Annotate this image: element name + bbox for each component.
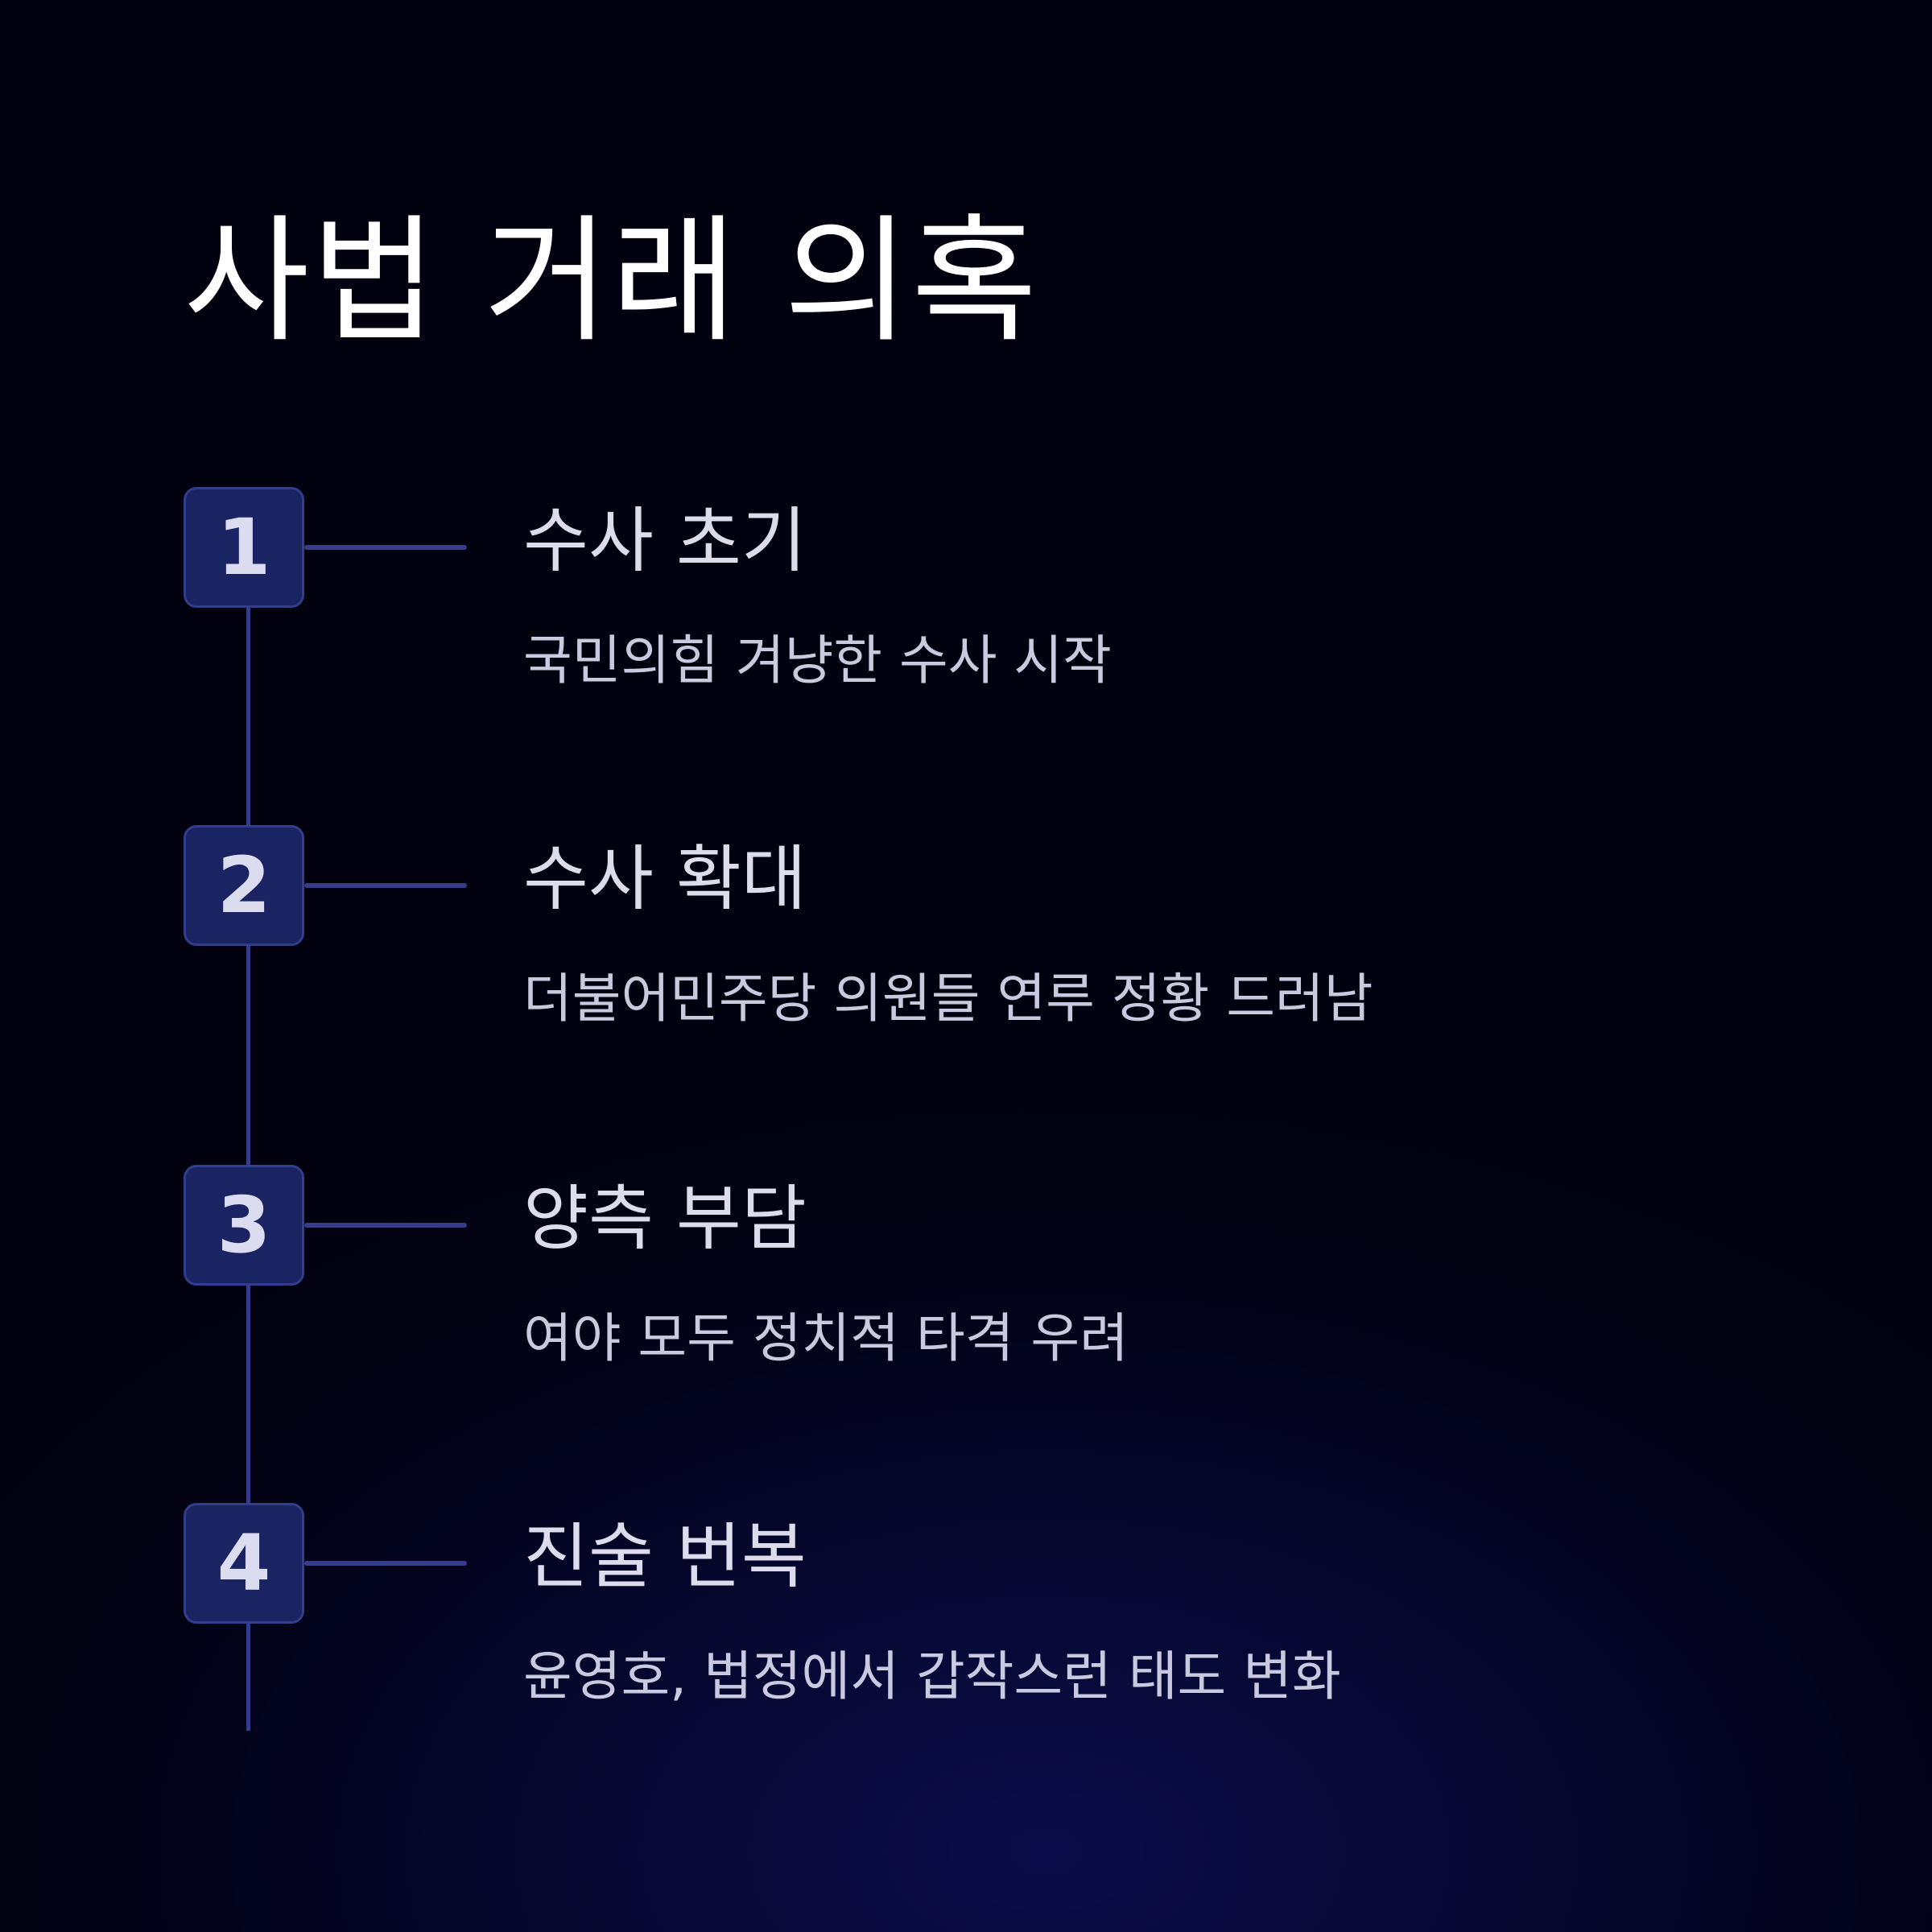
step-title: 진술 번복 [523, 1515, 807, 1598]
step-number-badge: 1 [184, 487, 304, 608]
timeline-step-2: 2 수사 확대 더불어민주당 의원들 연루 정황 드러남 [0, 825, 1932, 1030]
step-title: 수사 초기 [523, 499, 807, 582]
timeline-step-3: 3 양측 부담 여야 모두 정치적 타격 우려 [0, 1165, 1932, 1369]
step-number-badge: 3 [184, 1165, 304, 1286]
step-connector-line [304, 1223, 467, 1228]
step-description: 국민의힘 겨냥한 수사 시작 [523, 630, 1112, 691]
step-title: 양측 부담 [523, 1177, 807, 1260]
step-description: 여야 모두 정치적 타격 우려 [523, 1307, 1129, 1369]
page-title: 사법 거래 의혹 [184, 202, 1039, 361]
step-description: 더불어민주당 의원들 연루 정황 드러남 [523, 968, 1373, 1030]
step-number-badge: 4 [184, 1503, 304, 1624]
step-connector-line [304, 545, 467, 550]
step-connector-line [304, 883, 467, 888]
step-connector-line [304, 1561, 467, 1566]
timeline-vertical-line [246, 580, 250, 1731]
step-description: 윤영호, 법정에서 갑작스런 태도 변화 [523, 1645, 1341, 1707]
step-title: 수사 확대 [523, 837, 807, 920]
timeline-step-4: 4 진술 번복 윤영호, 법정에서 갑작스런 태도 변화 [0, 1503, 1932, 1707]
timeline-step-1: 1 수사 초기 국민의힘 겨냥한 수사 시작 [0, 487, 1932, 691]
step-number-badge: 2 [184, 825, 304, 946]
